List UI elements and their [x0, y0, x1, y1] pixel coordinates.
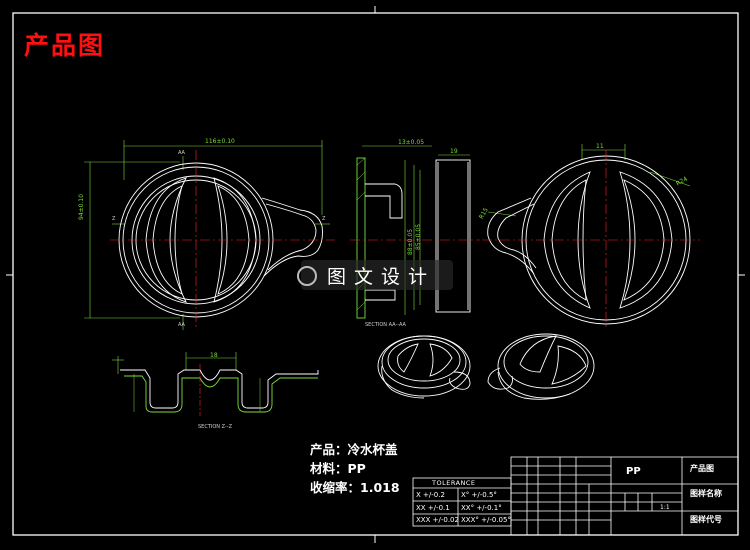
isometric-view-top	[377, 335, 471, 399]
dim-side-width: 13±0.05	[398, 139, 425, 146]
spec-material: 材料：PP	[310, 461, 366, 476]
title-block-drawing-type: 产品图	[690, 464, 714, 473]
watermark-text: 图文设计	[327, 266, 436, 288]
section-marker-aa-top: AA	[178, 150, 185, 156]
page-title: 产品图	[24, 31, 106, 60]
dim-front-width: 116±0.10	[205, 138, 235, 145]
title-block-drawing-code: 图样代号	[690, 515, 722, 524]
dim-side-thickness: 19	[450, 148, 458, 155]
dim-side-height-1: 88±0.05	[407, 228, 414, 255]
isometric-view-bottom	[487, 333, 595, 400]
spec-shrinkage: 收缩率：1.018	[310, 480, 400, 495]
dim-right-top: 11	[596, 143, 604, 150]
title-block-scale: 1:1	[660, 504, 670, 511]
tolerance-row-1-right: X° +/-0.5°	[461, 491, 497, 499]
dim-front-height: 94±0.10	[78, 193, 85, 220]
section-marker-aa-bottom: AA	[178, 322, 185, 328]
tolerance-row-2-right: XX° +/-0.1°	[461, 504, 502, 512]
back-view	[482, 144, 700, 328]
dim-side-height-2: 85±0.05	[415, 223, 422, 250]
tolerance-row-3-right: XXX° +/-0.05°	[461, 516, 511, 524]
section-zz-view	[112, 352, 319, 416]
section-marker-z-right: Z	[322, 216, 326, 222]
dim-section-width: 18	[210, 352, 218, 359]
tolerance-title: TOLERANCE	[432, 479, 476, 487]
section-label-aa: SECTION AA--AA	[365, 322, 406, 328]
tolerance-row-3-left: XXX +/-0.02	[416, 516, 459, 524]
watermark-logo-icon	[297, 266, 317, 286]
watermark-badge	[297, 260, 453, 290]
title-block-drawing-name: 图样名称	[690, 489, 722, 498]
tolerance-row-1-left: X +/-0.2	[416, 491, 445, 499]
spec-product: 产品：冷水杯盖	[310, 442, 398, 457]
title-block-material: PP	[626, 466, 641, 477]
title-block	[412, 456, 739, 536]
section-marker-z-left: Z	[112, 216, 116, 222]
front-view	[84, 140, 335, 330]
section-label-zz: SECTION Z--Z	[198, 424, 232, 430]
tolerance-row-2-left: XX +/-0.1	[416, 504, 450, 512]
